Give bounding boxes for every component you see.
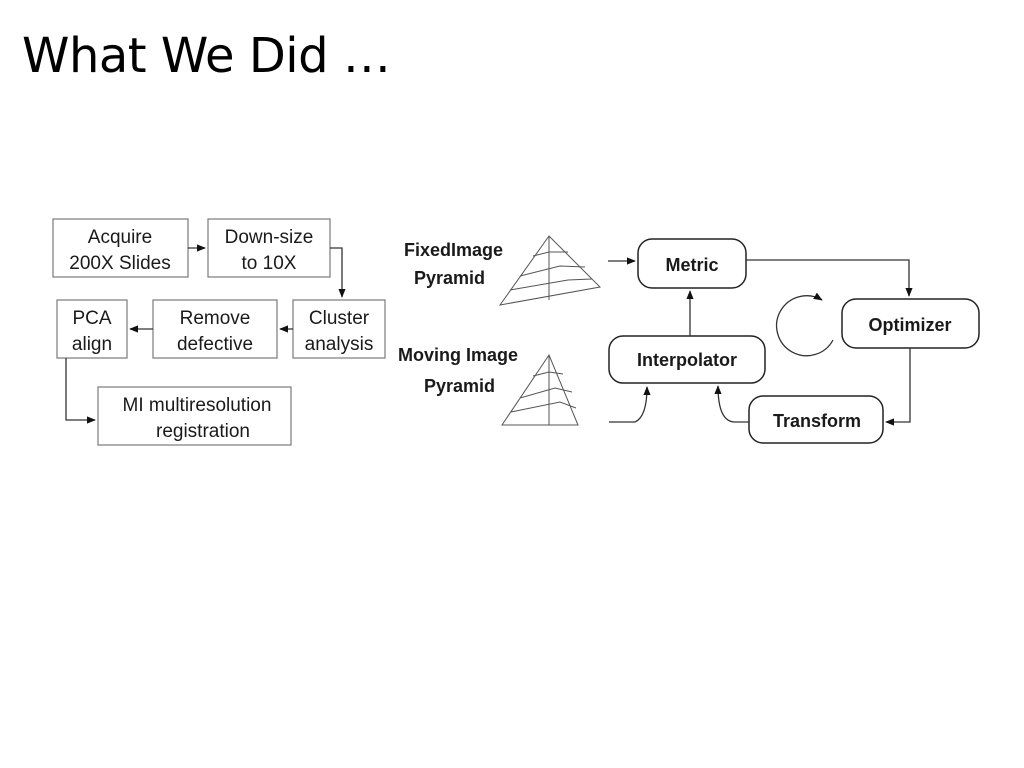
arrow-transform-to-interpolator (714, 385, 749, 423)
downsize-box: Down-size to 10X (207, 218, 331, 278)
cluster-label-line1: Cluster (309, 308, 370, 329)
acquire-box: Acquire 200X Slides (52, 218, 189, 278)
optimizer-label: Optimizer (868, 315, 951, 335)
remove-label-line2: defective (177, 334, 253, 355)
arrow-optimizer-to-transform (885, 348, 911, 426)
moving-pyramid-icon (501, 353, 579, 426)
moving-image-label-line1: Moving Image (398, 345, 518, 365)
downsize-label-line2: to 10X (242, 253, 297, 274)
fixed-image-pyramid: FixedImage Pyramid (404, 235, 602, 306)
fixed-pyramid-icon (498, 235, 602, 306)
downsize-label-line1: Down-size (225, 227, 314, 248)
registration-framework: FixedImage Pyramid Moving Image Pyramid (398, 235, 980, 444)
arrow-moving-to-interpolator (609, 386, 651, 423)
arrow-pca-to-mi (65, 358, 96, 424)
mi-box: MI multiresolution registration (97, 386, 292, 446)
transform-label: Transform (773, 411, 861, 431)
remove-label-line1: Remove (180, 308, 251, 329)
pca-box: PCA align (56, 299, 128, 359)
mi-label-line2: registration (156, 421, 250, 442)
iteration-loop-icon (775, 292, 834, 357)
metric-label: Metric (665, 255, 718, 275)
interpolator-label: Interpolator (637, 350, 737, 370)
acquire-label-line1: Acquire (88, 227, 152, 248)
slide-title: What We Did … (22, 28, 391, 84)
transform-box: Transform (748, 395, 884, 444)
fixed-image-label-line2: Pyramid (414, 268, 485, 288)
mi-label-line1: MI multiresolution (123, 395, 272, 416)
metric-box: Metric (637, 238, 747, 289)
arrow-downsize-to-cluster (330, 247, 346, 298)
acquire-label-line2: 200X Slides (69, 253, 170, 274)
workflow-flowchart: Acquire 200X Slides Down-size to 10X Clu… (52, 218, 386, 446)
remove-box: Remove defective (152, 299, 278, 359)
optimizer-box: Optimizer (841, 298, 980, 349)
pca-label-line1: PCA (72, 308, 111, 329)
moving-image-pyramid: Moving Image Pyramid (398, 345, 579, 426)
fixed-image-label-line1: FixedImage (404, 240, 503, 260)
pca-label-line2: align (72, 334, 112, 355)
interpolator-box: Interpolator (608, 335, 766, 384)
arrow-metric-to-optimizer (746, 259, 913, 297)
cluster-box: Cluster analysis (292, 299, 386, 359)
cluster-label-line2: analysis (305, 334, 374, 355)
moving-image-label-line2: Pyramid (424, 376, 495, 396)
